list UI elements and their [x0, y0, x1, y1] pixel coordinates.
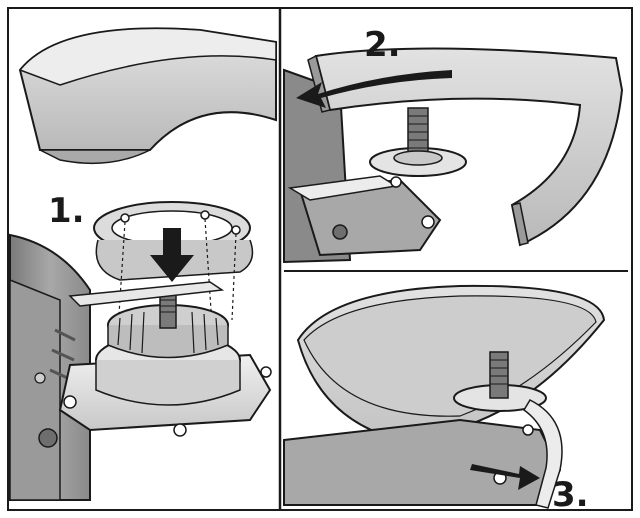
grinder-body	[9, 233, 91, 501]
spindle-flange	[453, 351, 547, 412]
rotate-arrow-icon	[296, 70, 452, 108]
step-label-1: 1.	[48, 191, 85, 231]
panel-step-1: 1.	[9, 27, 277, 501]
down-arrow-icon	[150, 228, 194, 282]
panel-step-2: 2.	[283, 25, 624, 264]
clamping-lever	[523, 399, 563, 509]
spindle-flange	[369, 107, 467, 177]
spindle-flange	[107, 287, 229, 359]
panel-step-3: 3.	[283, 284, 606, 515]
clamping-lever	[68, 281, 225, 307]
rotate-arrow-icon	[470, 464, 540, 490]
gear-head	[58, 333, 272, 437]
protective-guard	[18, 27, 277, 165]
grinder-body	[283, 68, 442, 264]
clamping-lever	[287, 175, 402, 201]
step-label-2: 2.	[364, 25, 401, 65]
step-label-3: 3.	[552, 475, 589, 515]
alignment-lines	[117, 218, 237, 331]
